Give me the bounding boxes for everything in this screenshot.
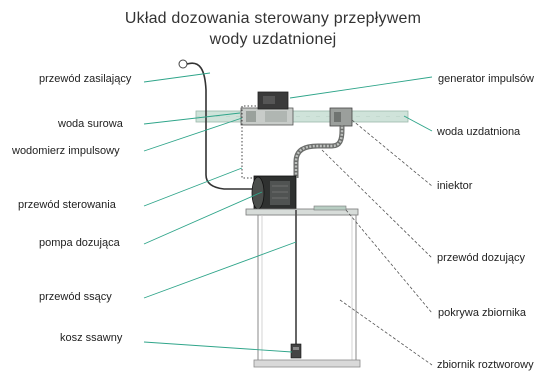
solution-tank: [253, 214, 361, 368]
label-generator-impulsow: generator impulsów: [438, 73, 534, 85]
pulse-generator: [257, 91, 289, 110]
leader-lines: [143, 72, 433, 353]
label-woda-surowa: woda surowa: [58, 118, 123, 130]
label-iniektor: iniektor: [437, 180, 473, 192]
label-przewod-dozujacy: przewód dozujący: [437, 252, 526, 264]
diagram-title-line-2: wody uzdatnionej: [209, 31, 337, 48]
diagram-title-line-1: Układ dozowania sterowany przepływem: [124, 10, 422, 27]
label-przewod-sterowania: przewód sterowania: [18, 199, 116, 211]
dosing-pump: [251, 175, 297, 211]
label-wodomierz-impulsowy: wodomierz impulsowy: [12, 145, 120, 157]
label-pokrywa-zbiornika: pokrywa zbiornika: [438, 307, 527, 319]
leader-lines-dashed: [321, 119, 433, 366]
water-pipe: [195, 110, 409, 123]
injector: [329, 107, 353, 127]
label-przewod-ssacy: przewód ssący: [39, 291, 112, 303]
supply-cable: [178, 59, 254, 190]
label-woda-uzdatniona: woda uzdatniona: [437, 126, 521, 138]
label-kosz-ssawny: kosz ssawny: [60, 332, 123, 344]
foot-valve: [290, 343, 302, 359]
label-zbiornik-roztworowy: zbiornik roztworowy: [437, 359, 534, 371]
label-przewod-zasilajacy: przewód zasilający: [39, 73, 132, 85]
water-meter: [240, 107, 294, 126]
control-wire: [241, 105, 256, 179]
dosing-hose: [293, 125, 345, 178]
label-pompa-dozujaca: pompa dozująca: [39, 237, 120, 249]
